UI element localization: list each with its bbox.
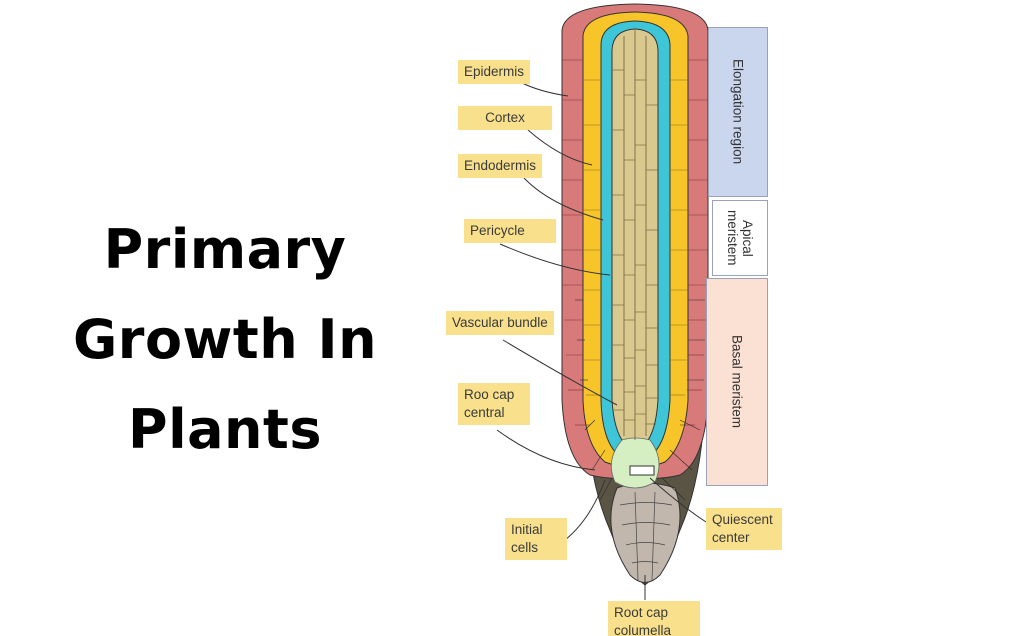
label-vascular-bundle: Vascular bundle [446, 311, 554, 335]
label-initial-cells-line1: Initial [511, 522, 543, 537]
region-apical-meristem: Apical meristem [712, 200, 768, 276]
label-quiescent-center-line2: center [712, 530, 750, 545]
label-cortex: Cortex [458, 106, 552, 130]
region-apical-line1: Apical [740, 220, 755, 257]
label-initial-cells-line2: cells [511, 540, 538, 555]
region-elongation: Elongation region [708, 27, 768, 197]
label-root-cap-columella: Root cap columella [608, 601, 700, 636]
label-quiescent-center-line1: Quiescent [712, 512, 773, 527]
quiescent-center-box [630, 466, 654, 475]
label-pericycle: Pericycle [464, 219, 556, 243]
label-epidermis: Epidermis [458, 60, 530, 84]
label-root-cap-columella-line1: Root cap [614, 605, 668, 620]
region-basal-meristem: Basal meristem [706, 278, 768, 486]
label-initial-cells: Initial cells [505, 518, 567, 560]
label-root-cap-central-line1: Roo cap [464, 387, 514, 402]
label-endodermis: Endodermis [458, 154, 542, 178]
region-basal-meristem-label: Basal meristem [730, 335, 745, 428]
root-cap-columella [611, 483, 680, 583]
meristem-zone [611, 438, 659, 488]
region-apical-line2: meristem [725, 210, 740, 266]
label-root-cap-central-line2: central [464, 405, 505, 420]
label-quiescent-center: Quiescent center [706, 508, 782, 550]
region-apical-meristem-label: Apical meristem [725, 201, 755, 275]
region-elongation-label: Elongation region [731, 59, 746, 164]
label-root-cap-central: Roo cap central [458, 383, 530, 425]
